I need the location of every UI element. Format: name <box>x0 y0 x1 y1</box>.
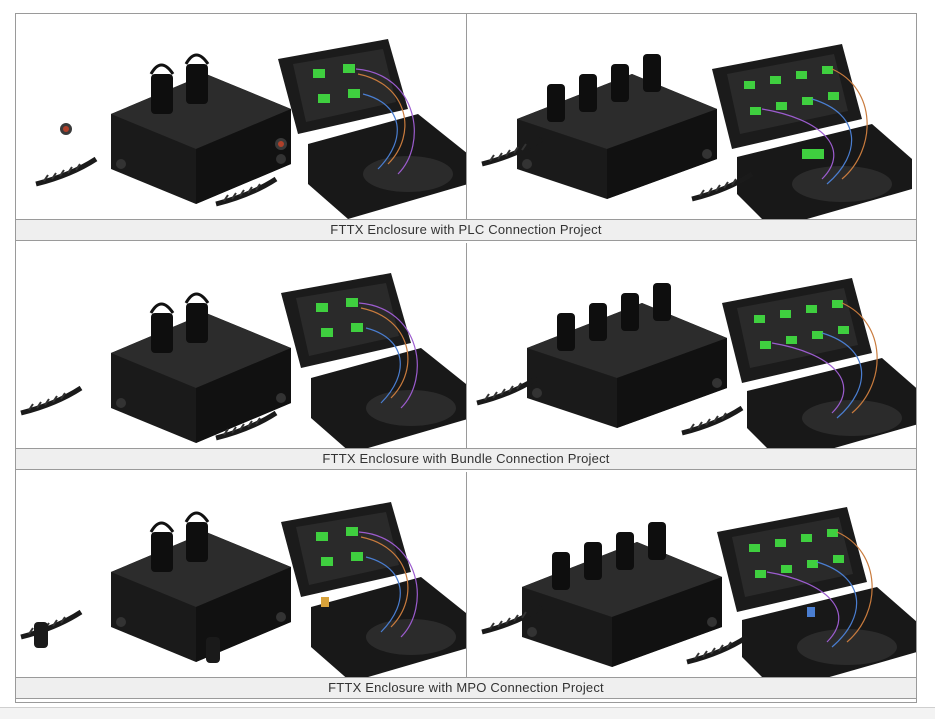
product-gallery: FTTX Enclosure with PLC Connection Proje… <box>15 13 917 703</box>
gallery-caption-plc: FTTX Enclosure with PLC Connection Proje… <box>16 219 916 241</box>
gallery-image-plc-left <box>16 14 467 219</box>
gallery-caption-bundle: FTTX Enclosure with Bundle Connection Pr… <box>16 448 916 470</box>
page-bottom-strip <box>0 707 935 719</box>
gallery-row-plc: FTTX Enclosure with PLC Connection Proje… <box>16 14 916 243</box>
gallery-image-bundle-right <box>467 243 916 448</box>
gallery-row-bundle: FTTX Enclosure with Bundle Connection Pr… <box>16 243 916 472</box>
gallery-image-mpo-right <box>467 472 916 677</box>
gallery-caption-mpo: FTTX Enclosure with MPO Connection Proje… <box>16 677 916 699</box>
gallery-image-plc-right <box>467 14 916 219</box>
gallery-image-bundle-left <box>16 243 467 448</box>
gallery-image-mpo-left <box>16 472 467 677</box>
gallery-row-mpo: FTTX Enclosure with MPO Connection Proje… <box>16 472 916 702</box>
